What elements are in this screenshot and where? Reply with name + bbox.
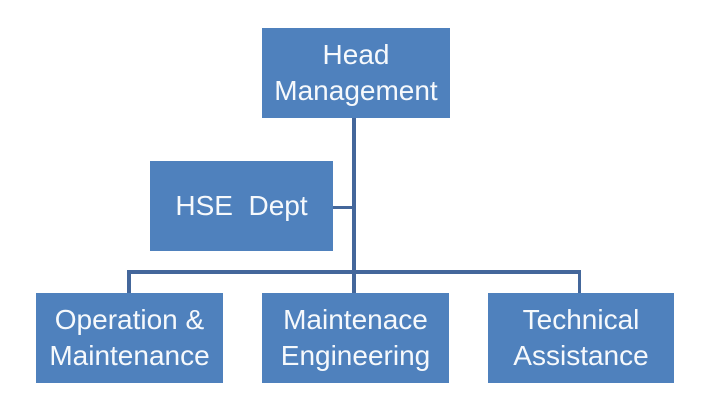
org-node-head-management-label: Head Management (274, 39, 438, 106)
connector-stub-technical (577, 270, 581, 293)
connector-stub-operation (127, 270, 131, 293)
connector-hse-dept (333, 205, 356, 209)
connector-branch-bar (127, 270, 581, 274)
org-node-hse-dept-label: HSE Dept (175, 190, 308, 222)
org-node-operation-maintenance-label: Operation & Maintenance (49, 304, 212, 371)
org-node-maintenance-engineering-label: Maintenace Engineering (280, 304, 436, 371)
org-node-operation-maintenance: Operation & Maintenance (36, 293, 223, 383)
org-node-technical-assistance-label: Technical Assistance (513, 304, 649, 371)
org-node-maintenance-engineering: Maintenace Engineering (262, 293, 449, 383)
org-node-head-management: Head Management (262, 28, 450, 118)
org-node-hse-dept: HSE Dept (150, 161, 333, 251)
connector-head-to-branches (352, 117, 356, 293)
org-node-technical-assistance: Technical Assistance (488, 293, 674, 383)
